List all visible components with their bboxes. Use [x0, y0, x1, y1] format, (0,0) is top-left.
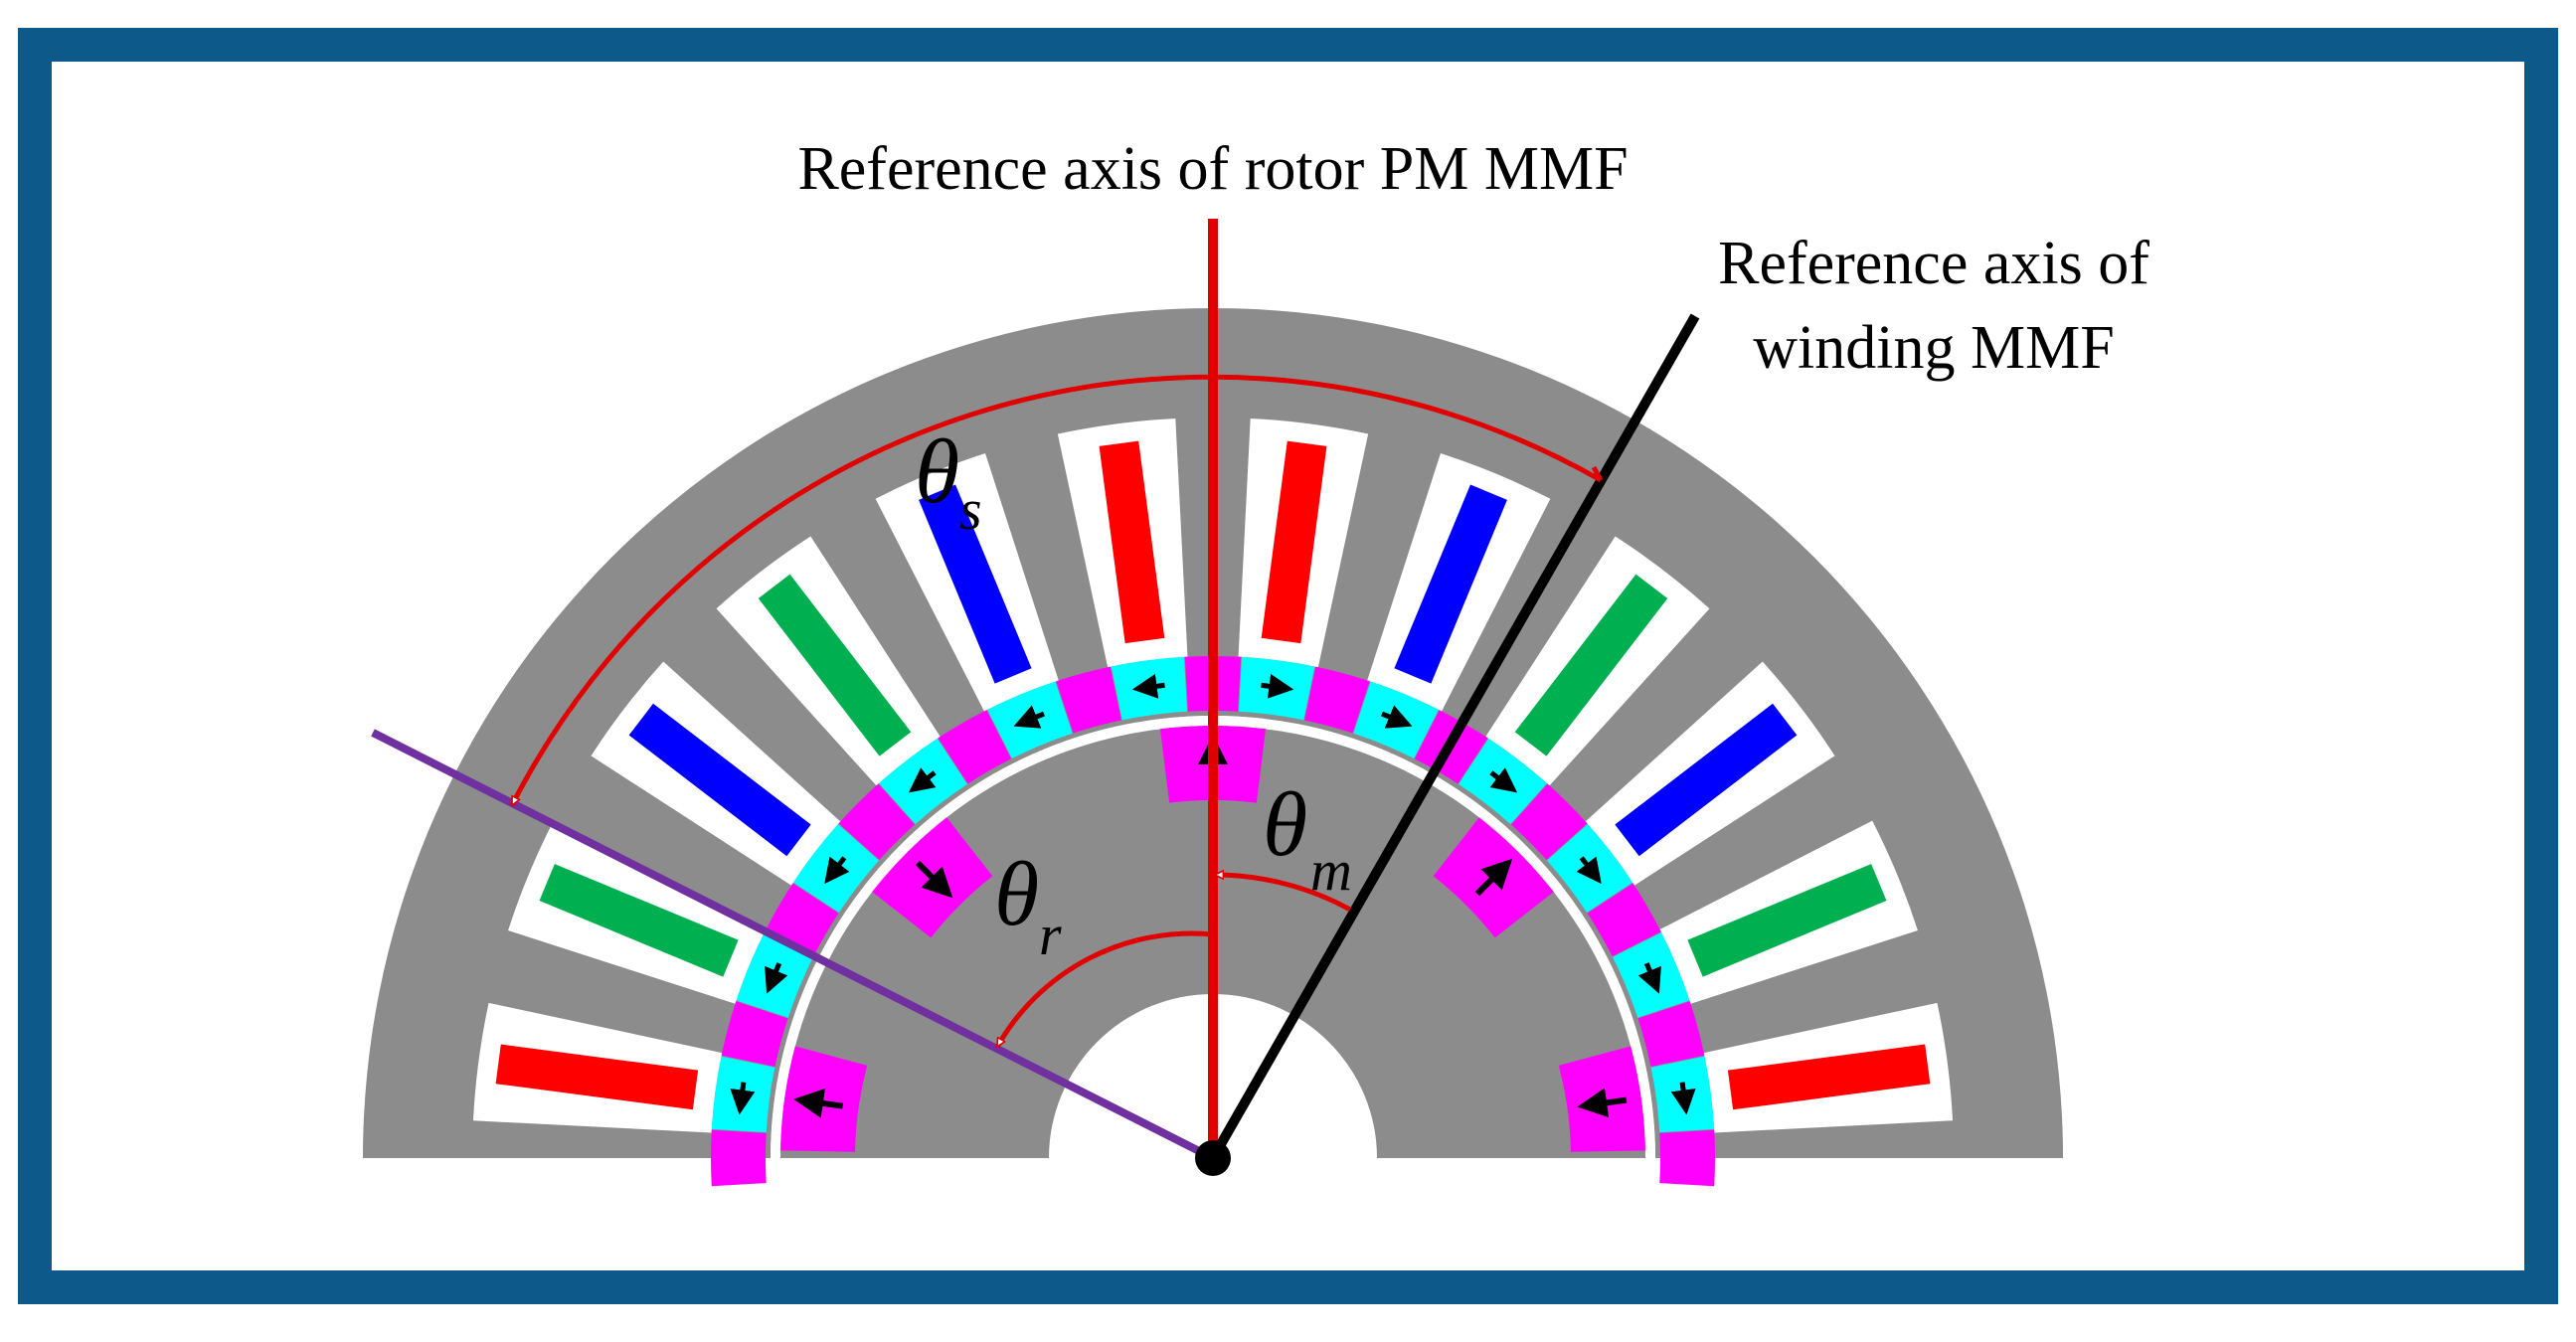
coil-phase-b [1394, 484, 1507, 684]
magnetization-arrow [1261, 673, 1294, 699]
theta-s-label: θ s [915, 420, 982, 542]
stator-tooth-magnet [1637, 1001, 1705, 1067]
stator-tooth-magnet [1056, 666, 1121, 734]
rotor-magnet [780, 1046, 868, 1152]
coil-phase-c [539, 864, 739, 977]
svg-text:r: r [1039, 903, 1062, 967]
coil-phase-a [1099, 440, 1165, 644]
svg-text:θ: θ [1263, 773, 1307, 875]
theta-s-arc [509, 374, 1603, 805]
magnetization-arrow [1381, 705, 1413, 729]
coil-phase-a [1727, 1044, 1931, 1110]
stator-tooth-magnet [1304, 666, 1370, 734]
theta-s-arc-tick [1591, 465, 1604, 482]
stator-tooth-magnet [1510, 783, 1588, 861]
theta-r-label: θ r [994, 843, 1062, 967]
magnetization-arrow [1637, 962, 1661, 994]
rotor-magnet [1558, 1046, 1645, 1152]
stator-tooth-magnet [938, 710, 1012, 784]
theta-m-label: θ m [1263, 773, 1352, 903]
coil-phase-b [919, 484, 1032, 684]
winding-mmf-reference-axis [1208, 313, 1700, 1161]
center-pivot [1195, 1140, 1231, 1176]
rotor-axis-label: Reference axis of rotor PM MMF [797, 135, 1628, 203]
magnetization-arrow [1013, 705, 1045, 729]
magnetization-arrow [915, 860, 953, 899]
stator-tooth-magnet [838, 783, 916, 861]
stator-tooth-magnet [711, 1129, 767, 1187]
stator-tooth-magnet [1659, 1129, 1716, 1187]
svg-text:m: m [1310, 838, 1352, 903]
magnetization-arrow [793, 1089, 844, 1118]
stator-tooth-magnet [721, 1001, 788, 1067]
coil-phase-c [1514, 574, 1668, 756]
theta-m-arc [1215, 875, 1352, 913]
coil-phase-b [628, 703, 811, 857]
coil-phase-b [1615, 703, 1798, 857]
magnetization-arrow [1577, 1088, 1628, 1118]
magnetization-arrow [908, 767, 937, 793]
magnetization-arrow [1474, 858, 1513, 897]
stator-coils [495, 440, 1931, 1110]
magnetization-arrow [824, 856, 850, 885]
svg-text:θ: θ [915, 420, 959, 522]
magnetization-arrow [730, 1082, 756, 1115]
coil-phase-a [495, 1044, 699, 1110]
stator-tooth-magnet [1587, 883, 1661, 957]
magnetization-arrow [1489, 767, 1518, 793]
winding-axis-label-line1: Reference axis of [1718, 230, 2149, 297]
winding-axis-label-line2: winding MMF [1753, 314, 2114, 382]
magnetization-arrow [765, 962, 788, 994]
svg-text:s: s [959, 477, 982, 542]
magnetization-arrow [1670, 1082, 1696, 1115]
theta-r-arc [994, 930, 1214, 1047]
coil-phase-c [758, 574, 912, 756]
magnetization-arrows [730, 673, 1696, 1118]
magnetization-arrow [1576, 856, 1602, 885]
coil-phase-a [1261, 440, 1327, 644]
magnetization-arrow [1131, 673, 1165, 699]
svg-text:θ: θ [994, 843, 1039, 944]
coil-phase-c [1687, 864, 1887, 977]
